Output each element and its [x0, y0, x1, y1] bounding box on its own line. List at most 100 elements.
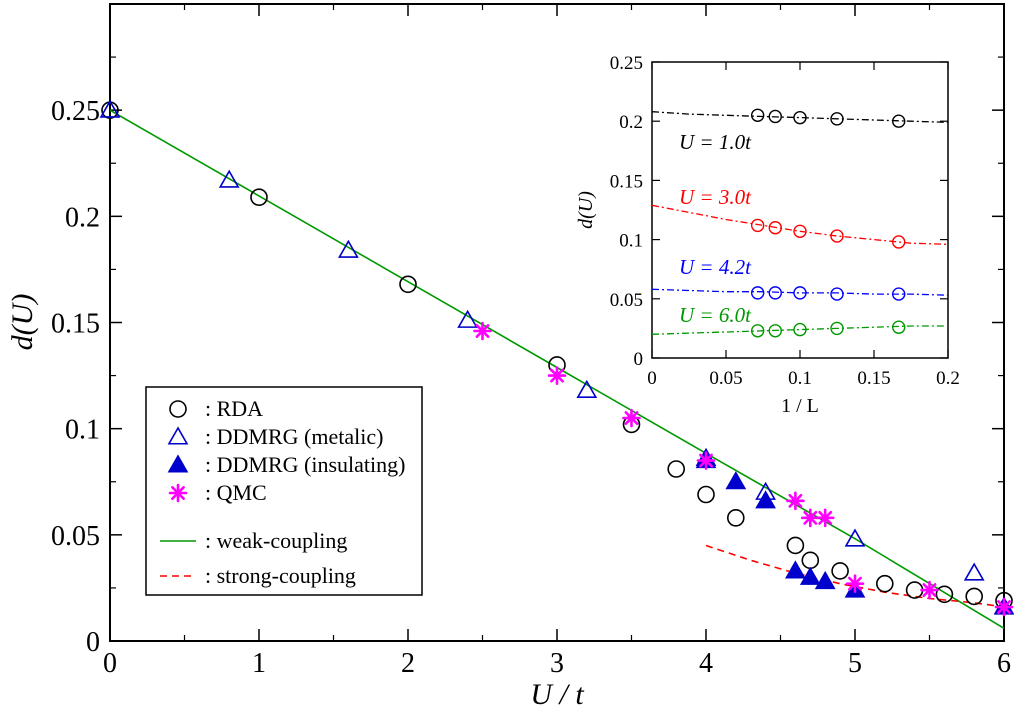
inset-data-point-u-3-0t [830, 229, 844, 243]
inset-data-point-u-3-0t [750, 218, 765, 233]
inset-data-point-u-6-0t [768, 324, 782, 338]
inset-data-point-u-6-0t [793, 322, 807, 337]
legend-box [145, 386, 423, 596]
data-point-qmc [845, 574, 865, 593]
inset-data-point-u-4-2t [892, 287, 906, 301]
data-point-ddmrg-metalic [218, 169, 240, 188]
legend: : RDA : DDMRG (metalic) : DDMRG (insulat… [145, 386, 423, 596]
inset-xtick-label: 0.15 [857, 368, 890, 389]
inset-xtick-label: 0.2 [936, 368, 960, 389]
inset-data-point-u-3-0t [768, 221, 782, 235]
data-point-rda [935, 585, 954, 604]
data-point-rda [831, 562, 849, 580]
legend-symbols [160, 400, 196, 577]
inset-ytick-label: 0 [634, 349, 644, 370]
inset-label-u6: U = 6.0t [679, 303, 752, 327]
inset-data-point-u-1-0t [768, 109, 782, 124]
inset-fit-line-u-1-0t [652, 111, 948, 124]
data-point-ddmrg-metalic [963, 562, 985, 581]
data-point-rda [697, 485, 715, 504]
inset-data-point-u-4-2t [830, 287, 844, 301]
data-point-qmc [920, 580, 939, 600]
data-point-rda [786, 536, 805, 555]
data-point-ddmrg-insulating [799, 566, 821, 585]
legend-swatch-rda [169, 400, 187, 418]
data-point-rda [726, 509, 745, 527]
main-xtick-label: 5 [848, 648, 862, 679]
legend-label-weak-coupling: : weak-coupling [205, 528, 347, 553]
data-point-qmc [622, 408, 641, 428]
main-ytick-label: 0.15 [51, 309, 100, 340]
data-point-qmc [994, 597, 1014, 617]
inset-fit-line-u-4-2t [652, 288, 948, 296]
inset-data-point-u-3-0t [892, 235, 906, 249]
data-point-rda [965, 587, 984, 606]
inset-data-point-u-4-2t [793, 286, 807, 300]
inset-ytick-label: 0.1 [619, 231, 643, 252]
main-xtick-label: 1 [252, 648, 266, 679]
inset-xlabel: 1 / L [781, 395, 819, 417]
data-point-ddmrg-insulating [814, 570, 836, 590]
data-point-ddmrg-metalic [576, 379, 598, 398]
data-point-qmc [547, 366, 567, 385]
inset-fit-line-u-6-0t [652, 325, 948, 335]
main-xtick-label: 3 [550, 648, 564, 679]
inset-label-u3: U = 3.0t [679, 185, 752, 209]
main-xtick-label: 6 [997, 648, 1011, 679]
inset-series-lines [652, 111, 948, 335]
data-point-qmc [473, 321, 492, 341]
main-xtick-label: 2 [401, 648, 415, 679]
inset-data-point-u-4-2t [750, 286, 765, 300]
main-xtick-label: 4 [699, 648, 713, 679]
inset-ytick-label: 0.25 [610, 53, 643, 74]
data-point-ddmrg-metalic [99, 99, 121, 118]
inset-ytick-label: 0.05 [610, 290, 643, 311]
inset-data-point-u-1-0t [830, 112, 844, 126]
data-point-ddmrg-metalic [844, 528, 866, 547]
inset-label-u1: U = 1.0t [679, 130, 752, 154]
data-point-rda [250, 188, 268, 207]
inset-series-markers [750, 108, 906, 338]
inset-label-u42: U = 4.2t [679, 255, 752, 279]
main-axis-ticks: 0 1 2 3 4 5 6 0 0.05 0.1 0.15 0.2 0.25 [51, 4, 1011, 679]
inset-data-point-u-1-0t [793, 110, 807, 125]
legend-swatch-ddmrg-metalic [167, 426, 189, 445]
data-point-ddmrg-metalic [338, 239, 359, 258]
data-point-qmc [696, 451, 716, 470]
main-ytick-label: 0.25 [51, 96, 100, 127]
data-point-rda [875, 574, 894, 593]
legend-label-strong-coupling: : strong-coupling [205, 563, 356, 588]
data-point-qmc [786, 491, 805, 511]
main-ytick-label: 0.2 [65, 202, 100, 233]
inset-fit-line-u-3-0t [652, 204, 948, 245]
legend-label-rda: : RDA [205, 396, 263, 421]
data-point-qmc [800, 508, 820, 528]
main-xlabel: U / t [530, 678, 584, 709]
legend-swatch-ddmrg-insulating [167, 454, 189, 473]
data-point-ddmrg-insulating [725, 471, 747, 490]
main-ytick-label: 0 [86, 627, 100, 658]
inset-ytick-label: 0.15 [610, 171, 643, 192]
legend-label-ddmrg-metalic: : DDMRG (metalic) [205, 424, 383, 449]
main-ylabel: d(U) [6, 294, 39, 351]
data-point-qmc [815, 508, 835, 528]
main-series-markers [99, 99, 1014, 617]
data-point-ddmrg-insulating [785, 560, 806, 579]
inset-xtick-label: 0.05 [709, 368, 742, 389]
inset-data-point-u-6-0t [830, 321, 844, 336]
inset-xtick-label: 0.1 [788, 368, 812, 389]
inset-data-point-u-6-0t [892, 320, 906, 334]
inset-data-point-u-6-0t [750, 324, 765, 338]
main-ytick-label: 0.1 [65, 415, 100, 446]
inset-ytick-label: 0.2 [619, 112, 643, 133]
main-ytick-label: 0.05 [51, 521, 100, 552]
main-xtick-label: 0 [103, 648, 117, 679]
inset-xtick-label: 0 [647, 368, 657, 389]
legend-swatch-qmc [168, 483, 188, 503]
data-point-rda [399, 275, 417, 294]
series-line-strong-coupling [705, 544, 1004, 608]
inset-data-point-u-3-0t [793, 224, 807, 239]
data-point-ddmrg-metalic [457, 309, 478, 328]
inset-ylabel: d(U) [575, 191, 597, 229]
